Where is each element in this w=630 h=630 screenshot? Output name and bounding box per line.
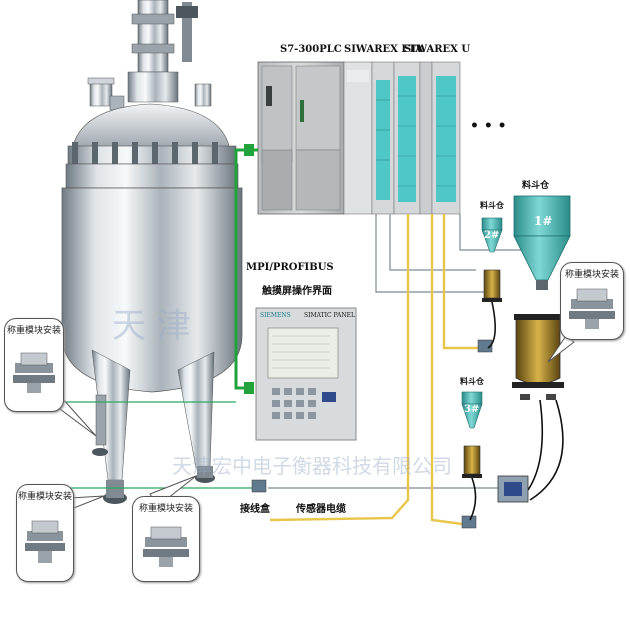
callout-bottom-left-label: 称重模块安装: [17, 492, 72, 502]
panel-brand: SIEMENS: [260, 312, 291, 319]
hopper-1-title: 料斗仓: [522, 181, 550, 191]
callout-bottom-mid: 称重模块安装: [132, 496, 200, 582]
callout-right-label: 称重模块安装: [564, 270, 619, 280]
junction-boxes: [251, 339, 493, 529]
more-modules-dots: • • •: [470, 118, 507, 134]
sensor-cable-label: 传感器电缆: [296, 504, 346, 515]
touchscreen-label: 触摸屏操作界面: [262, 286, 332, 297]
load-cell-icon: [569, 288, 615, 329]
siwarex-fta-label: SIWAREX FTA: [344, 44, 424, 55]
callout-bottom-mid-label: 称重模块安装: [138, 504, 193, 514]
hopper-cables: [469, 301, 564, 521]
callout-left: 称重模块安装: [4, 318, 64, 412]
siwarex-u-label: SIWAREX U: [404, 44, 471, 55]
plc-label: S7-300PLC: [280, 44, 342, 55]
mpi-profibus-label: MPI/PROFIBUS: [246, 262, 334, 273]
mpi-profibus-line: [234, 144, 258, 394]
watermark-bottom: 天津宏中电子衡器科技有限公司: [172, 454, 452, 478]
hopper-1: [512, 195, 571, 400]
hopper-1-number: 1#: [534, 214, 553, 228]
sensor-cables: [269, 214, 484, 526]
hopper-3-title: 料斗仓: [460, 376, 484, 386]
hopper-2: [481, 217, 503, 302]
touch-panel: [255, 307, 357, 441]
reactor-vessel: [61, 0, 243, 504]
summing-box: [497, 475, 529, 503]
load-cell-icon: [13, 352, 55, 393]
callout-left-label: 称重模块安装: [6, 326, 61, 336]
watermark-top: 天 津: [112, 306, 191, 346]
hopper-2-number: 2#: [484, 230, 500, 241]
load-cell-icon: [143, 526, 189, 567]
load-cell-icon: [25, 520, 65, 563]
hopper-3: [461, 391, 483, 478]
callout-right: 称重模块安装: [560, 262, 624, 340]
hopper-3-number: 3#: [464, 404, 480, 415]
junction-box-label: 接线盒: [240, 504, 270, 515]
panel-title: SIMATIC PANEL: [304, 312, 355, 319]
callout-bottom-left: 称重模块安装: [16, 484, 74, 582]
hopper-2-title: 料斗仓: [480, 200, 504, 210]
plc-rack: [257, 61, 461, 215]
